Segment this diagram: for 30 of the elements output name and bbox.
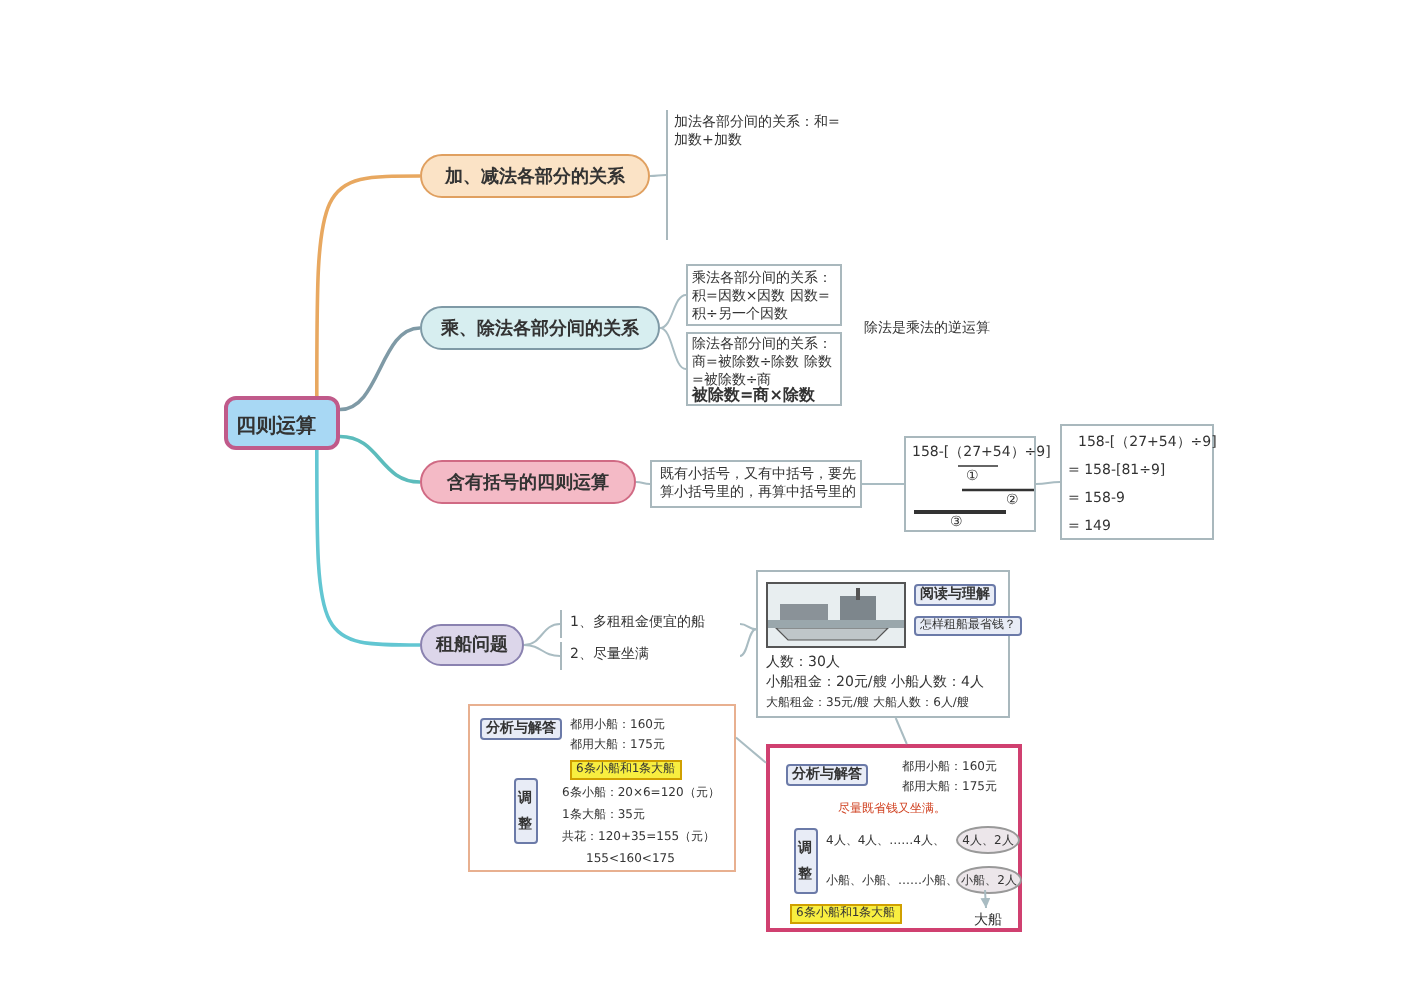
text-box <box>468 704 736 872</box>
root-box: 四则运算 <box>224 396 340 450</box>
connector-line <box>315 450 420 647</box>
text-box <box>686 332 842 406</box>
connector-line <box>315 174 420 396</box>
connector-line <box>1035 481 1061 485</box>
harbor-picture <box>766 582 906 648</box>
text-box <box>766 744 1022 932</box>
arrow <box>980 889 991 909</box>
connector-line <box>523 623 561 646</box>
topic-box: 加、减法各部分的关系 <box>420 154 650 198</box>
topic-box: 含有括号的四则运算 <box>420 460 636 504</box>
connector-line <box>861 483 905 485</box>
bracket-item <box>666 110 844 240</box>
connector-line <box>649 174 667 177</box>
text-box <box>650 460 862 508</box>
connector-line <box>339 434 421 484</box>
connector-line <box>894 717 908 745</box>
connector-line <box>735 736 767 764</box>
text-box <box>1060 424 1214 540</box>
connector-line <box>635 481 651 485</box>
connector-line <box>739 628 757 657</box>
formula-line: 被除数=商×除数 <box>692 386 817 406</box>
connector-line <box>659 327 687 370</box>
connector-line <box>339 326 421 412</box>
topic-box: 租船问题 <box>420 624 524 666</box>
connector-line <box>659 294 687 329</box>
connector-line <box>739 623 757 631</box>
topic-box: 乘、除法各部分间的关系 <box>420 306 660 350</box>
connector-line <box>523 644 561 657</box>
